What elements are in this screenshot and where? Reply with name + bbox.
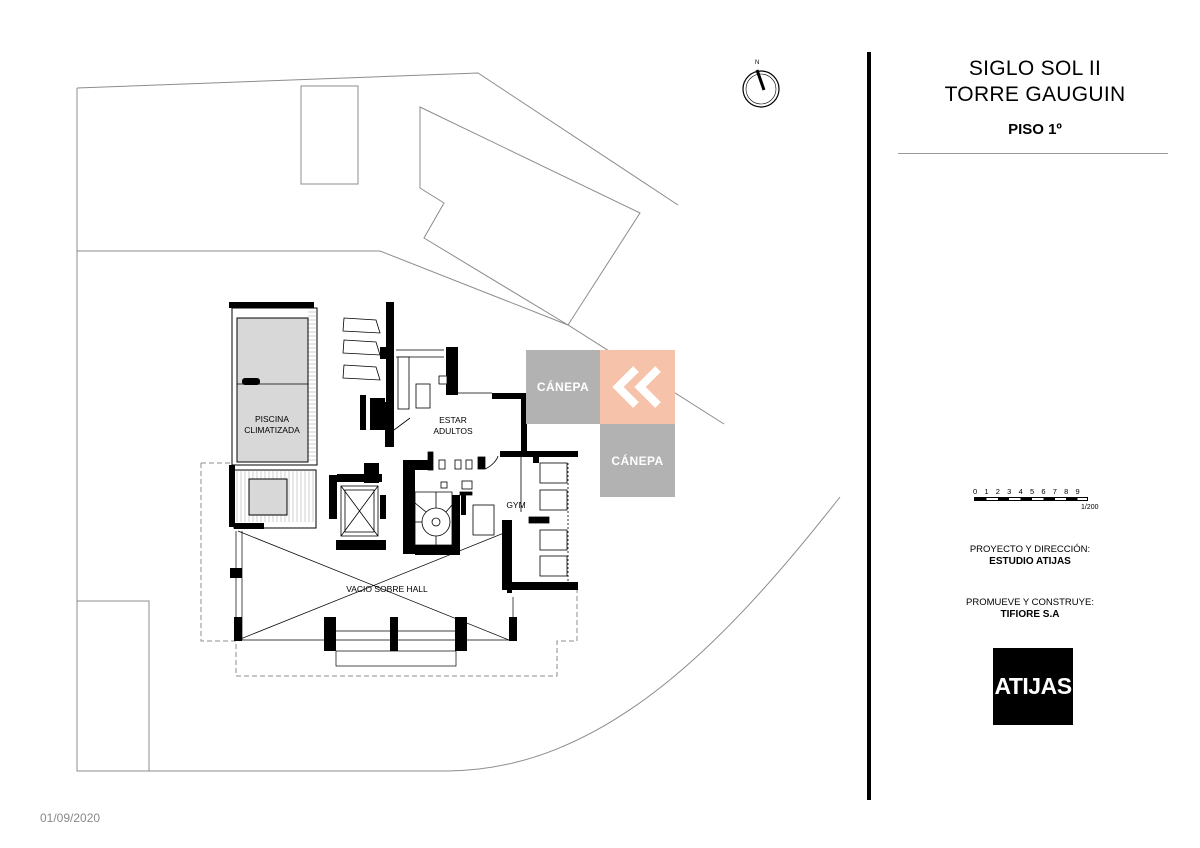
- scale-tick: 1: [984, 487, 989, 496]
- neighbour-building-large: [419, 106, 641, 326]
- promoter-label: PROMUEVE Y CONSTRUYE:: [966, 597, 1094, 608]
- scale-graphic: [974, 497, 1088, 501]
- watermark-tile-gray-1: CÁNEPA: [526, 350, 600, 424]
- plan-date: 01/09/2020: [40, 811, 101, 825]
- room-label-gym: GYM: [506, 500, 525, 510]
- project-direction-label: PROYECTO Y DIRECCIÓN:: [969, 544, 1091, 555]
- scale-tick: 0: [973, 487, 978, 496]
- site-lot-bottom: [77, 600, 150, 771]
- room-label-pool-1: PISCINA: [255, 414, 289, 424]
- toilets: [427, 451, 499, 496]
- promoter-value: TIFIORE S.A: [1000, 609, 1060, 620]
- project-direction-value: ESTUDIO ATIJAS: [989, 556, 1071, 567]
- elevator: [340, 485, 379, 537]
- terrace-outline: [200, 462, 578, 677]
- site-boundary: [76, 88, 841, 772]
- watermark-tile-gray-2: CÁNEPA: [600, 424, 675, 497]
- room-label-estar-2: ADULTOS: [433, 426, 473, 436]
- scale-tick: 9: [1075, 487, 1080, 496]
- scale-tick: 6: [1041, 487, 1046, 496]
- scale-tick: 5: [1029, 487, 1035, 496]
- floor-name: PISO 1º: [1008, 121, 1062, 138]
- pool-deck: [229, 302, 318, 529]
- scale-tick: 2: [995, 487, 1000, 496]
- stair: [414, 491, 453, 546]
- north-label: N: [755, 60, 759, 66]
- chevron-left-icon: [611, 366, 661, 408]
- scale-tick: 7: [1052, 487, 1057, 496]
- pool: [236, 317, 309, 463]
- scale-tick: 3: [1007, 487, 1012, 496]
- north-arrow-icon: N: [742, 60, 780, 108]
- walls: [230, 302, 578, 651]
- scale-tick: 8: [1064, 487, 1069, 496]
- jacuzzi: [248, 478, 288, 516]
- gym-equipment: [472, 462, 569, 582]
- estar-furniture: [393, 349, 522, 512]
- void-hall: [235, 530, 514, 667]
- project-name: SIGLO SOL II: [968, 57, 1102, 80]
- room-label-estar-1: ESTAR: [439, 415, 467, 425]
- sun-loungers: [342, 317, 381, 381]
- scale-ratio: 1/200: [1081, 504, 1099, 511]
- neighbour-building-small: [300, 85, 359, 185]
- site-edge-top: [76, 72, 679, 206]
- tower-name: TORRE GAUGUIN: [944, 83, 1126, 106]
- scale-tick: 4: [1018, 487, 1023, 496]
- watermark-tile-orange: [600, 350, 675, 424]
- watermark-text-1: CÁNEPA: [536, 380, 590, 394]
- logo-text: ATIJAS: [994, 673, 1072, 699]
- atijas-logo: ATIJAS: [993, 648, 1073, 725]
- room-label-pool-2: CLIMATIZADA: [244, 425, 300, 435]
- room-label-vacio: VACIO SOBRE HALL: [346, 584, 428, 594]
- title-block-divider: [867, 52, 871, 800]
- watermark-text-2: CÁNEPA: [611, 453, 664, 468]
- title-separator: [898, 153, 1168, 154]
